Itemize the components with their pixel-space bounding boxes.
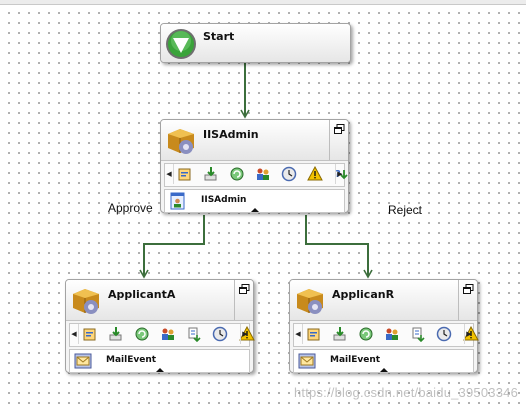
clock-icon[interactable] [281, 166, 297, 182]
restore-window-button[interactable] [458, 280, 477, 320]
form-icon[interactable] [177, 166, 193, 182]
clock-icon[interactable] [212, 326, 228, 342]
package-gear-icon [168, 129, 194, 154]
iisadmin-node[interactable]: IISAdmin ◀ ? ▶ IISAdmin [160, 119, 349, 213]
form-icon[interactable] [306, 326, 322, 342]
applicanta-node-header[interactable]: ApplicantA [66, 280, 253, 321]
checklist-icon[interactable] [410, 326, 426, 342]
clock-icon[interactable] [436, 326, 452, 342]
restore-window-button[interactable] [329, 120, 348, 160]
warning-icon[interactable] [462, 326, 479, 342]
download-arrow-icon[interactable] [108, 326, 124, 342]
activity-toolbar: ◀ ? ▶ [164, 163, 348, 187]
user-form-icon [170, 192, 185, 210]
toolbar-scroll-left-button[interactable]: ◀ [70, 324, 79, 344]
checklist-icon[interactable] [186, 326, 202, 342]
activity-toolbar: ◀ ▶ [293, 323, 479, 347]
help-arrow-icon[interactable]: ? [334, 166, 350, 182]
download-arrow-icon[interactable] [332, 326, 348, 342]
toolbar-scroll-right-button[interactable]: ▶ [464, 324, 473, 344]
activity-toolbar: ◀ ▶ [69, 323, 255, 347]
refresh-gear-icon[interactable] [229, 166, 245, 182]
users-icon[interactable] [384, 326, 400, 342]
download-arrow-icon[interactable] [203, 166, 219, 182]
toolbar-scroll-left-button[interactable]: ◀ [294, 324, 303, 344]
iisadmin-node-title: IISAdmin [203, 128, 259, 141]
iisadmin-node-header[interactable]: IISAdmin [161, 120, 348, 161]
refresh-gear-icon[interactable] [358, 326, 374, 342]
restore-window-icon [463, 284, 474, 294]
restore-window-icon [334, 124, 345, 134]
connector-start-to-iisadmin[interactable] [240, 63, 250, 119]
applicanta-node[interactable]: ApplicantA ◀ ▶ MailEvent [65, 279, 255, 373]
window-top-edge [0, 0, 526, 5]
approve-edge-label: Approve [108, 201, 153, 215]
package-gear-icon [297, 289, 323, 314]
mail-envelope-icon [298, 353, 316, 369]
start-node[interactable]: Start [160, 23, 351, 63]
users-icon[interactable] [255, 166, 271, 182]
toolbar-scroll-left-button[interactable]: ◀ [165, 164, 174, 184]
restore-window-icon [239, 284, 250, 294]
start-node-header[interactable]: Start [161, 24, 350, 62]
toolbar-scroll-right-button[interactable]: ▶ [335, 164, 344, 184]
applicanta-node-title: ApplicantA [108, 288, 176, 301]
warning-icon[interactable] [238, 326, 255, 342]
refresh-gear-icon[interactable] [134, 326, 150, 342]
connector-reject[interactable] [304, 215, 373, 279]
iisadmin-handler-label: IISAdmin [201, 195, 247, 205]
applicanr-handler-label: MailEvent [330, 355, 381, 365]
users-icon[interactable] [160, 326, 176, 342]
watermark-text: https://blog.csdn.net/baidu_39503346 [293, 385, 518, 400]
warning-icon[interactable] [307, 166, 324, 182]
start-node-title: Start [203, 30, 235, 43]
toolbar-scroll-right-button[interactable]: ▶ [240, 324, 249, 344]
svg-text:?: ? [335, 169, 341, 180]
restore-window-button[interactable] [234, 280, 253, 320]
connector-approve[interactable] [139, 215, 206, 279]
collapse-toggle-button[interactable] [250, 208, 259, 212]
reject-edge-label: Reject [388, 203, 423, 217]
applicanr-node[interactable]: ApplicanR ◀ ▶ MailEvent [289, 279, 479, 373]
form-icon[interactable] [82, 326, 98, 342]
collapse-toggle-button[interactable] [155, 368, 164, 372]
package-gear-icon [73, 289, 99, 314]
start-play-icon [166, 29, 196, 59]
applicanr-node-header[interactable]: ApplicanR [290, 280, 477, 321]
collapse-toggle-button[interactable] [379, 368, 388, 372]
applicanr-node-title: ApplicanR [332, 288, 395, 301]
applicanta-handler-label: MailEvent [106, 355, 157, 365]
mail-envelope-icon [74, 353, 92, 369]
